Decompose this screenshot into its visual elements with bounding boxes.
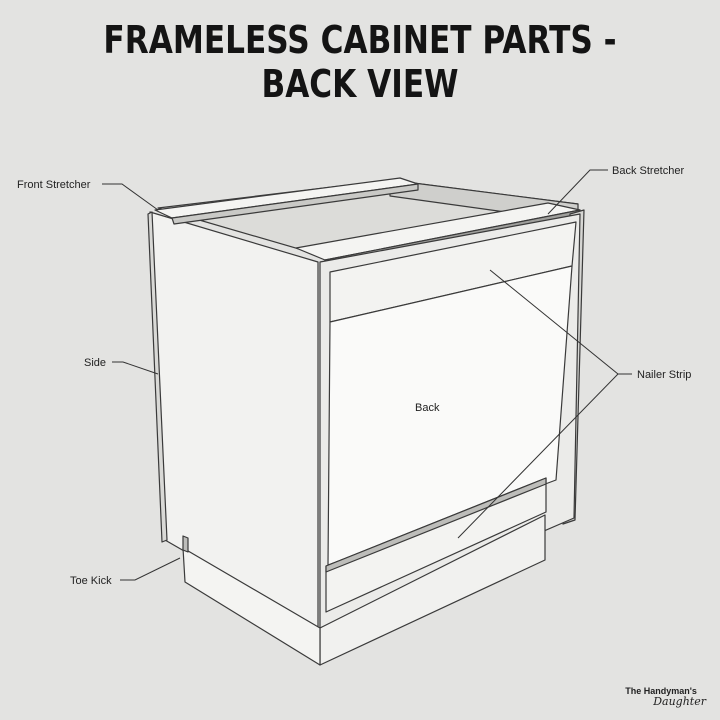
brand-line-1: The Handyman's xyxy=(625,686,697,696)
front-stretcher-leader xyxy=(102,183,159,211)
label-front-stretcher: Front Stretcher xyxy=(17,179,91,191)
diagram-title: FRAMELESS CABINET PARTS - BACK VIEW xyxy=(103,18,617,106)
label-nailer-strip: Nailer Strip xyxy=(637,369,691,381)
label-back-stretcher: Back Stretcher xyxy=(612,165,684,177)
back-stretcher-leader xyxy=(547,169,608,215)
nailer-strip-leader-lower xyxy=(457,373,619,539)
side-leader xyxy=(112,361,159,375)
side-panel-edge xyxy=(147,211,168,543)
label-side: Side xyxy=(84,357,106,369)
side-panel xyxy=(149,211,319,629)
brand-logo: The Handyman's Daughter xyxy=(625,686,706,708)
back-panel xyxy=(327,265,573,566)
lower-nailer-strip-top xyxy=(325,477,547,573)
label-toe-kick: Toe Kick xyxy=(70,575,112,587)
toe-kick-leader xyxy=(120,557,181,581)
brand-line-2: Daughter xyxy=(653,695,706,708)
toe-kick-recess xyxy=(182,535,189,553)
toe-kick-side xyxy=(182,547,321,666)
front-stretcher-edge xyxy=(171,183,419,225)
label-back: Back xyxy=(415,402,440,414)
